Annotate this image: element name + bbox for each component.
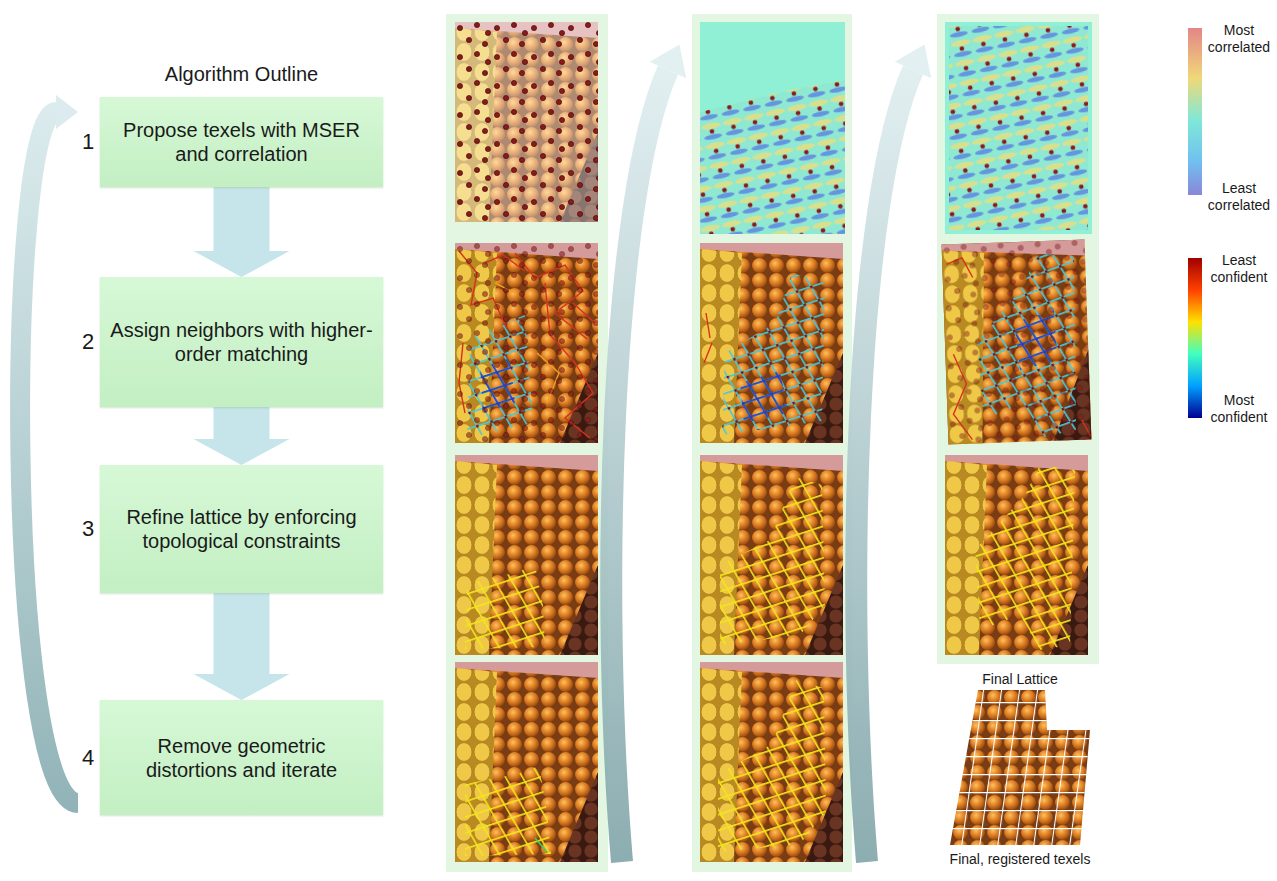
step-text: Propose texels with MSER and correlation bbox=[110, 118, 373, 166]
step-box: Refine lattice by enforcing topological … bbox=[100, 465, 383, 593]
final-lattice bbox=[945, 455, 1088, 655]
arrow-head bbox=[650, 45, 686, 79]
flow-arrow bbox=[194, 593, 290, 700]
figure-label: Least correlated bbox=[1205, 180, 1273, 214]
figure-label: Most confident bbox=[1205, 392, 1273, 426]
neighbor-graph bbox=[455, 243, 598, 443]
step-node: 4 Remove geometric distortions and iterat… bbox=[78, 700, 383, 815]
flow-arrow bbox=[20, 95, 78, 803]
step-text: Assign neighbors with higher-order match… bbox=[110, 318, 373, 366]
flow-arrow bbox=[194, 407, 290, 465]
iteration-arrow bbox=[611, 70, 668, 862]
column-ground bbox=[937, 14, 1099, 664]
step-node: 2 Assign neighbors with higher-order matc… bbox=[78, 277, 383, 407]
step-node: 3 Refine lattice by enforcing topological… bbox=[78, 465, 383, 593]
refined-lattice bbox=[700, 455, 843, 655]
rectified-lattice bbox=[455, 662, 598, 862]
refined-lattice bbox=[455, 455, 598, 655]
step-number: 3 bbox=[78, 516, 98, 542]
step-number: 1 bbox=[78, 129, 98, 155]
neighbor-graph bbox=[942, 240, 1092, 445]
step-box: Assign neighbors with higher-order match… bbox=[100, 277, 383, 407]
step-text: Remove geometric distortions and iterate bbox=[110, 734, 373, 782]
figure-label: Final, registered texels bbox=[920, 851, 1120, 868]
rectified-lattice bbox=[700, 662, 843, 862]
step-box: Remove geometric distortions and iterate bbox=[100, 700, 383, 815]
loop-arrow bbox=[20, 112, 78, 803]
neighbor-graph bbox=[700, 243, 843, 443]
texel-proposals bbox=[455, 22, 598, 222]
down-arrow bbox=[194, 593, 290, 700]
column-ground bbox=[446, 14, 608, 872]
flow-arrow bbox=[194, 187, 290, 277]
correlation-map bbox=[700, 22, 845, 234]
column-ground bbox=[692, 14, 852, 872]
down-arrow bbox=[194, 187, 290, 277]
figure-label: Final Lattice bbox=[955, 671, 1085, 688]
arrow-head bbox=[895, 45, 931, 79]
confidence-colorbar bbox=[1188, 258, 1202, 418]
diagram-title: Algorithm Outline bbox=[100, 63, 383, 86]
iteration-arrow bbox=[856, 70, 913, 862]
down-arrow bbox=[194, 407, 290, 465]
step-node: 1 Propose texels with MSER and correlatio… bbox=[78, 97, 383, 187]
registered-texels bbox=[950, 690, 1090, 845]
figure-label: Least confident bbox=[1205, 252, 1273, 286]
correlation-map bbox=[945, 22, 1092, 234]
step-box: Propose texels with MSER and correlation bbox=[100, 97, 383, 187]
step-number: 4 bbox=[78, 745, 98, 771]
step-number: 2 bbox=[78, 329, 98, 355]
arrow-head bbox=[56, 95, 78, 129]
step-text: Refine lattice by enforcing topological … bbox=[110, 505, 373, 553]
figure-label: Most correlated bbox=[1205, 22, 1273, 56]
correlation-colorbar bbox=[1188, 28, 1202, 195]
